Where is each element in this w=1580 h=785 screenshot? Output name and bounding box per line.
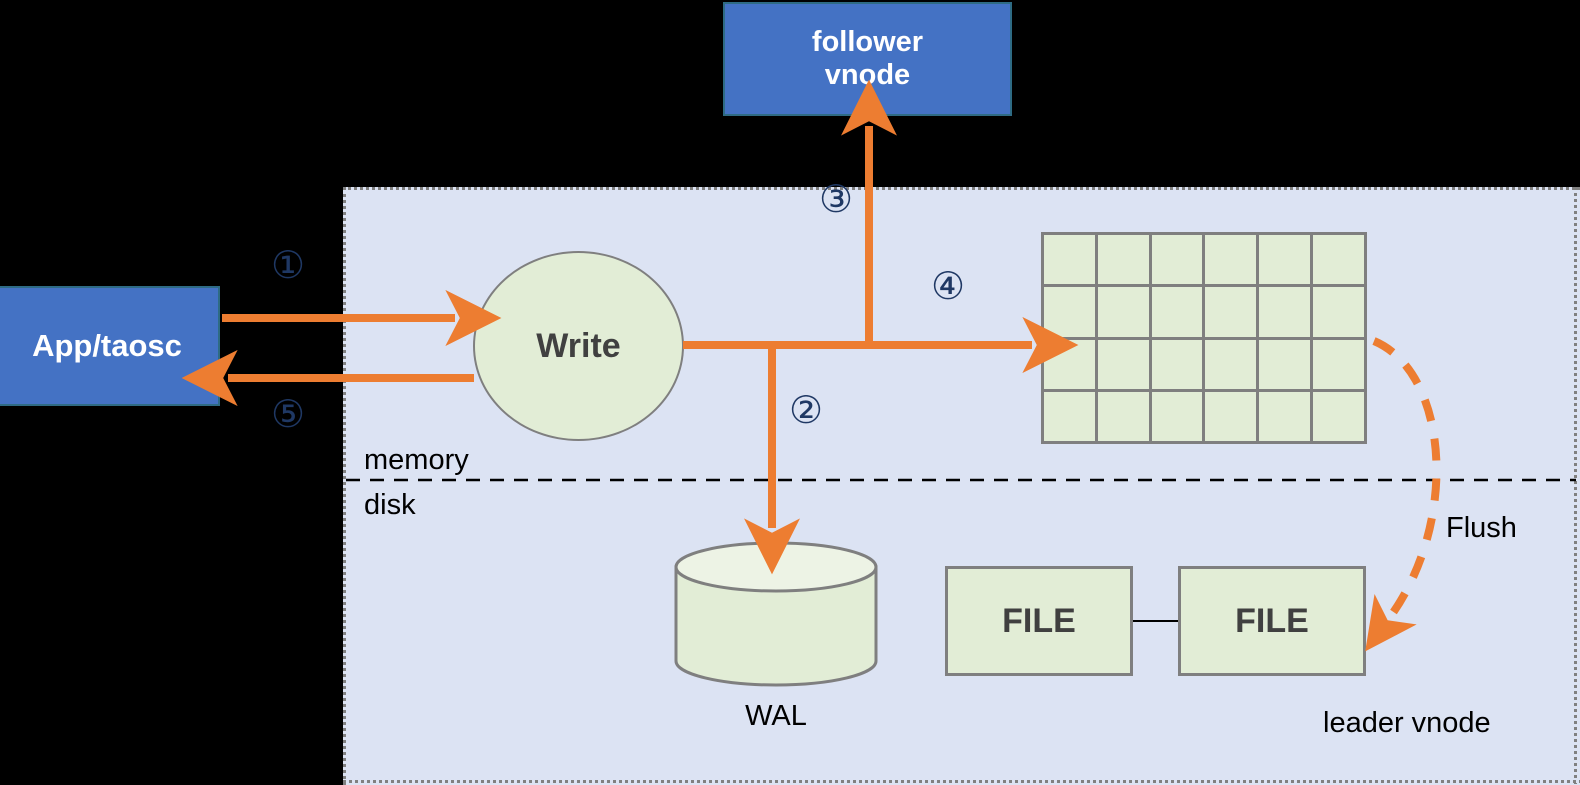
memtable-cell bbox=[1205, 287, 1257, 337]
write-node: Write bbox=[473, 251, 684, 441]
leader-vnode-panel-bottom-border bbox=[343, 780, 1580, 783]
memtable-cell bbox=[1151, 391, 1203, 441]
memtable-cell bbox=[1151, 235, 1203, 285]
leader-vnode-label: leader vnode bbox=[1323, 707, 1491, 739]
flush-label: Flush bbox=[1446, 512, 1517, 544]
follower-vnode-label-line1: follower bbox=[811, 25, 924, 58]
memtable-cell bbox=[1151, 287, 1203, 337]
follower-vnode-label-line2: vnode bbox=[824, 59, 911, 91]
step-number-1: ① bbox=[271, 243, 306, 287]
memtable-cell bbox=[1313, 287, 1364, 337]
memory-label: memory bbox=[364, 444, 469, 476]
leader-vnode-panel-right-border bbox=[1574, 187, 1577, 785]
memtable-cell bbox=[1259, 287, 1311, 337]
wal-cylinder bbox=[674, 541, 878, 687]
memtable-cell bbox=[1044, 339, 1095, 389]
memtable-cell bbox=[1205, 391, 1257, 441]
memtable-cell bbox=[1044, 391, 1095, 441]
disk-label: disk bbox=[364, 489, 416, 521]
memtable-cell bbox=[1313, 235, 1364, 285]
step-number-4: ④ bbox=[931, 264, 966, 308]
memtable-cell bbox=[1151, 339, 1203, 389]
memtable-cell bbox=[1044, 235, 1095, 285]
memtable-cell bbox=[1259, 391, 1311, 441]
memtable-cell bbox=[1313, 339, 1364, 389]
wal-label: WAL bbox=[745, 700, 807, 732]
memtable-cell bbox=[1259, 235, 1311, 285]
memtable-cell bbox=[1259, 339, 1311, 389]
memtable-cell bbox=[1097, 235, 1149, 285]
memtable-cell bbox=[1313, 391, 1364, 441]
memtable-cell bbox=[1205, 235, 1257, 285]
file-box-1: FILE bbox=[945, 566, 1133, 676]
app-taosc-node: App/taosc bbox=[0, 286, 220, 406]
step-number-3: ③ bbox=[819, 177, 854, 221]
memtable-cell bbox=[1097, 287, 1149, 337]
file-connector-line bbox=[1133, 620, 1178, 622]
file-box-2: FILE bbox=[1178, 566, 1366, 676]
step-number-2: ② bbox=[789, 388, 824, 432]
memtable-grid bbox=[1041, 232, 1367, 444]
memtable-cell bbox=[1097, 391, 1149, 441]
memtable-cell bbox=[1205, 339, 1257, 389]
memtable-cell bbox=[1097, 339, 1149, 389]
follower-vnode-node: follower vnode bbox=[723, 2, 1012, 116]
memtable-cell bbox=[1044, 287, 1095, 337]
step-number-5: ⑤ bbox=[271, 392, 306, 436]
